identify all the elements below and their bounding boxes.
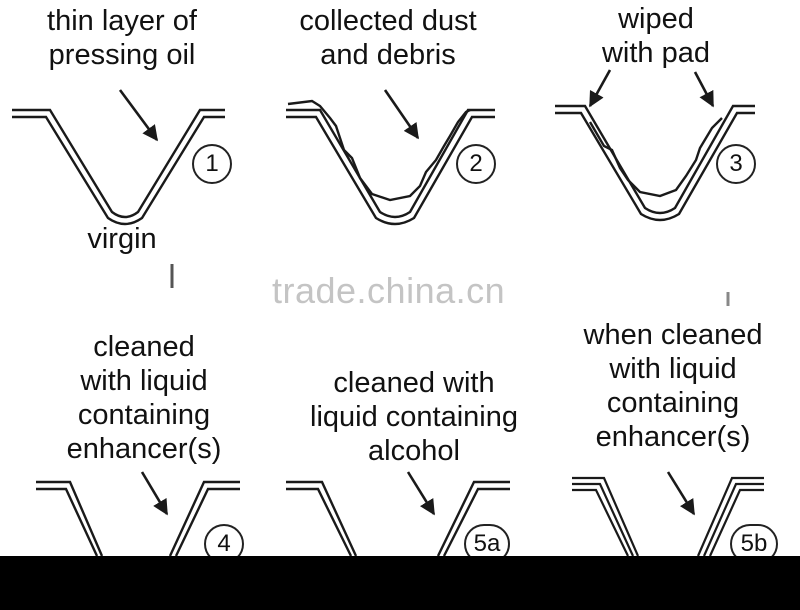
panel-1-groove <box>12 108 225 226</box>
panel-3-number: 3 <box>716 144 756 184</box>
panel-3-arrow-right <box>693 71 715 108</box>
panel-2-caption: collected dust and debris <box>299 5 477 71</box>
panel-1-number: 1 <box>192 144 232 184</box>
panel-5a-caption: cleaned with liquid containing alcohol <box>310 367 518 467</box>
panel-5b-caption: when cleaned with liquid containing enha… <box>583 319 763 453</box>
panel-3-arrow-left <box>588 69 612 108</box>
watermark: trade.china.cn <box>272 270 506 311</box>
bottom-bar <box>0 556 800 610</box>
panel-5b-arrow <box>666 471 696 516</box>
panel-1-sublabel: virgin <box>87 223 157 255</box>
panel-3-caption: wiped with pad <box>601 3 710 69</box>
panel-2-groove <box>286 99 495 226</box>
panel-1-caption: thin layer of pressing oil <box>47 5 197 71</box>
panel-5a-groove <box>286 480 510 557</box>
panel-4-caption: cleaned with liquid containing enhancer(… <box>66 331 222 465</box>
panel-2-arrow <box>383 89 420 140</box>
panel-2-number: 2 <box>456 144 496 184</box>
panel-1-arrow <box>118 89 159 142</box>
panel-3-groove <box>555 104 755 222</box>
panel-4-arrow <box>140 471 169 516</box>
panel-4-groove <box>36 480 240 557</box>
panel-5b-groove <box>572 476 764 557</box>
panel-5a-arrow <box>406 471 436 516</box>
